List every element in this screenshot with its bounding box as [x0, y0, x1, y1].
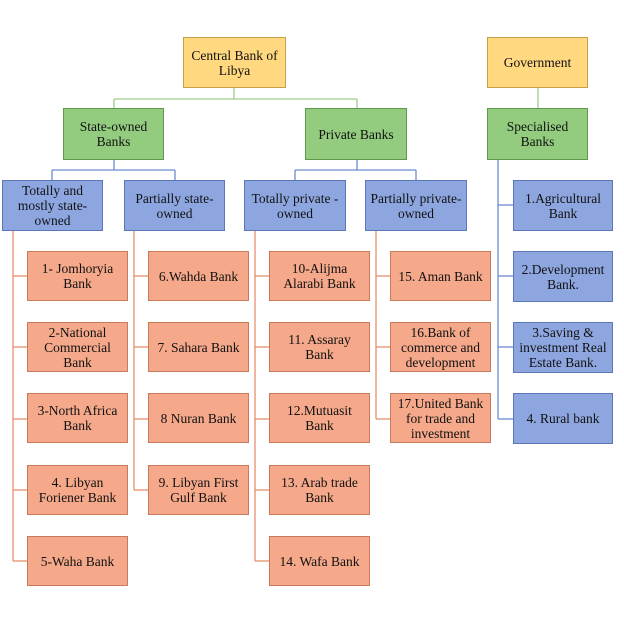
partially-state-owned-node: Partially state-owned	[124, 180, 225, 231]
partial-private-bank-15: 15. Aman Bank	[390, 251, 491, 301]
private-bank-10: 10-Alijma Alarabi Bank	[269, 251, 370, 301]
specialised-bank-1: 1.Agricultural Bank	[513, 180, 613, 231]
partial-state-bank-9: 9. Libyan First Gulf Bank	[148, 465, 249, 515]
private-bank-14: 14. Wafa Bank	[269, 536, 370, 586]
partial-state-bank-6: 6.Wahda Bank	[148, 251, 249, 301]
state-owned-banks-node: State-owned Banks	[63, 108, 164, 160]
specialised-banks-node: Specialised Banks	[487, 108, 588, 160]
leaf-connectors	[12, 231, 390, 562]
state-bank-3: 3-North Africa Bank	[27, 393, 128, 443]
private-bank-11: 11. Assaray Bank	[269, 322, 370, 372]
specialised-bank-2: 2.Development Bank.	[513, 251, 613, 302]
state-bank-4: 4. Libyan Foriener Bank	[27, 465, 128, 515]
partial-state-bank-7: 7. Sahara Bank	[148, 322, 249, 372]
partial-private-bank-17: 17.United Bank for trade and investment	[390, 393, 491, 443]
private-bank-13: 13. Arab trade Bank	[269, 465, 370, 515]
totally-private-owned-node: Totally private - owned	[244, 180, 346, 231]
specialised-bank-3: 3.Saving & investment Real Estate Bank.	[513, 322, 613, 373]
specialised-connectors	[497, 160, 513, 420]
state-bank-2: 2-National Commercial Bank	[27, 322, 128, 372]
private-bank-12: 12.Mutuasit Bank	[269, 393, 370, 443]
partial-state-bank-8: 8 Nuran Bank	[148, 393, 249, 443]
state-bank-1: 1- Jomhoryia Bank	[27, 251, 128, 301]
partial-private-bank-16: 16.Bank of commerce and development	[390, 322, 491, 372]
private-banks-node: Private Banks	[305, 108, 407, 160]
top-connectors	[113, 88, 539, 108]
state-bank-5: 5-Waha Bank	[27, 536, 128, 586]
totally-state-owned-node: Totally and mostly state-owned	[2, 180, 103, 231]
mid-connectors	[51, 160, 417, 180]
central-bank-node: Central Bank of Libya	[183, 37, 286, 88]
partially-private-owned-node: Partially private- owned	[365, 180, 467, 231]
government-node: Government	[487, 37, 588, 88]
specialised-bank-4: 4. Rural bank	[513, 393, 613, 444]
